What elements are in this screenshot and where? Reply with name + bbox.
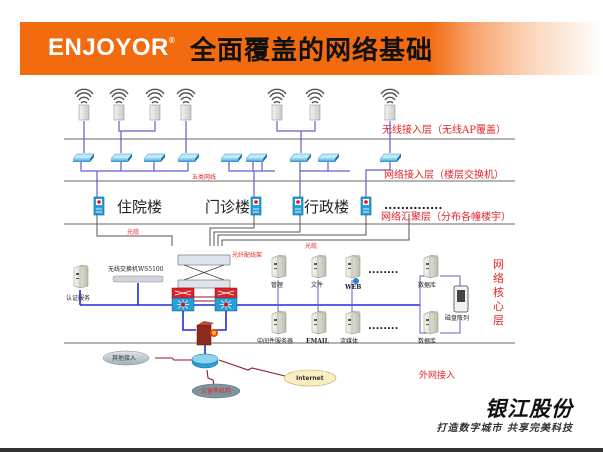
firewall-icon [196, 321, 218, 346]
aggregation-switch-icon [93, 196, 105, 216]
access-switch-icon [177, 153, 200, 163]
access-switch-icon [317, 153, 340, 163]
logo-text: ENJOYOR [48, 34, 169, 61]
wireless-ap-icon [109, 88, 129, 121]
core-backbone [79, 283, 420, 355]
label-web: WEB [344, 284, 361, 291]
ap-links [83, 121, 391, 153]
core-char: 网 [493, 258, 504, 271]
page-title: 全面覆盖的网络基础 [190, 36, 434, 66]
wireless-ap-icon [176, 88, 196, 121]
ellipsis-lower: ........ [368, 321, 398, 332]
label-db-1: 数据库 [418, 281, 436, 289]
wireless-ap-icons [74, 88, 400, 121]
core-layer-label: 网 络 核 心 层 [493, 258, 504, 327]
fiber-patch-panel-icon [177, 254, 231, 289]
label-db-2: 数据库 [418, 337, 436, 345]
label-cat5-cable: 五类网线 [192, 173, 216, 181]
building-inpatient: 住院楼 [117, 198, 162, 216]
label-file: 文件 [311, 281, 323, 289]
building-ellipsis: .............. [384, 199, 443, 212]
cloud-other-access [102, 350, 150, 366]
wireless-ap-icon [267, 88, 287, 121]
wireless-ap-icon [145, 88, 165, 121]
auth-server-icon [73, 264, 89, 289]
registered-mark: ® [168, 36, 176, 45]
label-disk-array: 磁盘阵列 [445, 314, 469, 322]
label-fiber-1: 光缆 [127, 228, 139, 236]
disk-array-icon [453, 285, 469, 313]
aggregation-switch-icon [360, 196, 372, 216]
wireless-ap-icon [380, 88, 400, 121]
label-email: EMAIL [306, 338, 330, 345]
label-wireless-access-layer: 无线接入层（无线AP覆盖） [382, 123, 506, 136]
cloud-internet [283, 369, 337, 387]
email-server-icon [311, 310, 327, 335]
wireless-controller-icon [112, 275, 164, 283]
access-switch-icon [143, 153, 166, 163]
access-switch-icon [220, 153, 243, 163]
router-icon [191, 353, 219, 369]
ellipsis-upper: ........ [368, 265, 398, 276]
label-internet: Internet [296, 375, 324, 382]
layer-lines [64, 138, 515, 344]
core-interlinks [194, 296, 215, 302]
streaming-server-icon [345, 310, 361, 335]
footer-slogan: 打造数字城市 共享完美科技 [436, 423, 573, 434]
header-banner [20, 22, 603, 75]
label-middleware: 中间件服务器 [257, 337, 293, 345]
aggregation-switch-icon [292, 196, 304, 216]
wireless-ap-icon [305, 88, 325, 121]
database-server-icon [423, 254, 439, 279]
label-odf: 光纤配线架 [232, 251, 262, 259]
core-switch-icon [214, 287, 238, 312]
web-server-icon [345, 254, 361, 279]
mgmt-server-icon [271, 254, 287, 279]
core-char: 层 [493, 314, 504, 327]
database-server-icon [423, 310, 439, 335]
core-char: 核 [493, 285, 504, 299]
label-other-access: 其他接入 [112, 354, 136, 362]
label-backup-org: 灾备等机构 [201, 387, 231, 395]
wan-links [155, 357, 286, 386]
access-links [80, 160, 391, 198]
core-switch-icon [171, 287, 195, 312]
building-outpatient: 门诊楼 [205, 198, 250, 216]
access-switch-icons [72, 153, 402, 163]
label-network-access-layer: 网络接入层（楼层交换机） [384, 168, 504, 181]
label-auth-server: 认证服务 [66, 294, 90, 302]
label-streaming: 流媒体 [340, 337, 358, 345]
access-switch-icon [110, 153, 133, 163]
company-logo: ENJOYOR® [48, 34, 175, 62]
footer-brand: 银江股份 [485, 397, 573, 421]
wireless-ap-icon [74, 88, 94, 121]
access-switch-icon [289, 153, 312, 163]
label-wireless-controller: 无线交换机WS5100 [108, 265, 164, 273]
fiber-links [96, 214, 410, 246]
access-switch-icon [245, 153, 268, 163]
aggregation-switch-icon [250, 196, 262, 216]
access-switch-icon [72, 153, 95, 163]
file-server-icon [311, 254, 327, 279]
bottom-divider [0, 448, 603, 452]
label-mgmt: 管理 [271, 281, 283, 289]
label-fiber-2: 光缆 [305, 242, 317, 250]
label-aggregation-layer: 网络汇聚层（分布各幢楼宇） [381, 210, 511, 223]
core-char: 络 [493, 271, 504, 285]
middleware-server-icon [271, 310, 287, 335]
label-external-access: 外网接入 [419, 369, 455, 381]
cloud-backup [191, 383, 241, 399]
access-switch-icon [379, 153, 402, 163]
building-admin: 行政楼 [304, 198, 349, 216]
core-char: 心 [493, 300, 504, 313]
globe-icon [353, 278, 359, 284]
